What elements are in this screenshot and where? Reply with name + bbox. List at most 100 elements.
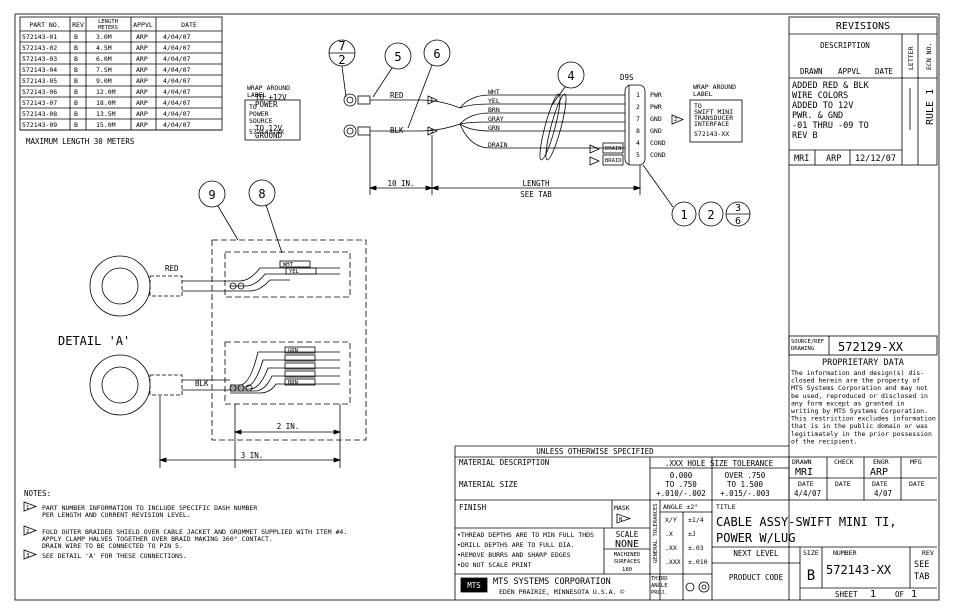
drawn-label: DRAWN	[792, 458, 812, 466]
dash-cell: 4/04/07	[163, 121, 190, 129]
balloon-6: 6	[433, 47, 440, 61]
engr: ARP	[870, 467, 888, 478]
wire-line	[459, 103, 625, 109]
left-label-power: POWER	[249, 110, 269, 118]
pin-number: 8	[636, 127, 640, 135]
proprietary-line: that is in the public domain or was	[791, 422, 928, 430]
pin-number: 2	[636, 103, 640, 111]
dash-cell: 15.0M	[96, 121, 116, 129]
note-flag-2: 2	[674, 117, 677, 123]
source-ref: 572129-XX	[838, 340, 904, 354]
dim-2-in: 2 IN.	[277, 422, 300, 431]
dash-cell: 572143-08	[22, 110, 57, 118]
rev-body-line: REV B	[792, 131, 818, 141]
col-date: DATE	[181, 21, 197, 29]
tol-value: ±1/4	[688, 516, 704, 524]
mts-logo	[460, 577, 488, 593]
dash-cell: B	[74, 99, 78, 107]
dash-cell: 4/04/07	[163, 66, 190, 74]
dash-cell: 4/04/07	[163, 33, 190, 41]
rev-description: DESCRIPTION	[820, 41, 870, 50]
balloon-5: 5	[394, 50, 401, 64]
wire-line	[459, 121, 625, 125]
general-tol: GENERAL TOLERANCES	[653, 503, 659, 563]
dash-cell: ARP	[136, 33, 148, 41]
rev-drawn: DRAWN	[800, 67, 823, 76]
col-part-no: PART NO.	[29, 21, 60, 29]
dash-cell: 18.0M	[96, 99, 116, 107]
dash-cell: 572143-01	[22, 33, 57, 41]
dash-cell: 572143-03	[22, 55, 57, 63]
balloon-9: 9	[208, 188, 215, 202]
balloon-3: 3	[735, 203, 741, 214]
pin-function: PWR	[650, 103, 662, 111]
machined-3: 180	[622, 567, 632, 573]
dash-cell: B	[74, 110, 78, 118]
scale: NONE	[615, 539, 639, 550]
source-ref-label-2: DRAWING	[791, 346, 814, 352]
sheet: 1	[870, 589, 876, 600]
material-desc: MATERIAL DESCRIPTION	[459, 458, 549, 467]
rev-letter: LETTER	[907, 46, 915, 70]
company-city: EDEN PRAIRIE, MINNESOTA U.S.A. ©	[499, 588, 624, 596]
dash-cell: ARP	[136, 110, 148, 118]
dash-cell: 572143-04	[22, 66, 57, 74]
dash-cell: B	[74, 77, 78, 85]
note-line: PER LENGTH AND CURRENT REVISION LEVEL.	[42, 511, 191, 519]
pin-number: 4	[636, 139, 640, 147]
rev-ecn: ECN NO.	[925, 43, 933, 70]
dash-cell: ARP	[136, 121, 148, 129]
tol-value: ±.03	[688, 544, 704, 552]
dash-cell: 12.0M	[96, 88, 116, 96]
date-label-2: DATE	[835, 480, 851, 488]
tol-a-3: +.010/-.002	[656, 489, 706, 498]
rev-see: SEE	[914, 560, 929, 570]
dash-cell: 4/04/07	[163, 44, 190, 52]
right-label-interface: INTERFACE	[694, 120, 729, 128]
drawing-title-1: CABLE ASSY-SWIFT MINI TI,	[716, 515, 897, 529]
right-label-pn: 572143-XX	[694, 130, 729, 138]
right-label-swift: SWIFT MINI	[694, 108, 733, 116]
dim-10-in: 10 IN.	[387, 179, 414, 188]
wire-label: YEL	[488, 97, 500, 105]
right-label-transducer: TRANSDUCER	[694, 114, 733, 122]
sheet-border	[14, 13, 940, 601]
proprietary-title: PROPRIETARY DATA	[822, 358, 904, 368]
left-label-pn: 572143-XX	[249, 128, 284, 136]
machined-2: SURFACES	[614, 559, 641, 565]
material-size: MATERIAL SIZE	[459, 480, 518, 489]
note-line: DRAIN WIRE TO BE CONNECTED TO PIN 5.	[42, 542, 183, 550]
note-line: FOLD OUTER BRAIDED SHIELD OVER CABLE JAC…	[42, 528, 347, 536]
revisions-block: REVISIONS DESCRIPTION DRAWN APPVL DATE L…	[788, 16, 938, 166]
wire-label: WHT	[488, 88, 500, 96]
pin-function: COND	[650, 151, 666, 159]
dash-cell: ARP	[136, 99, 148, 107]
proprietary-line: any form except as granted in	[791, 399, 905, 407]
to-ground-2: GROUND	[255, 131, 283, 140]
pin-number: 7	[636, 115, 640, 123]
proprietary-line: closed herein are the property of	[791, 377, 920, 385]
dim-3-in: 3 IN.	[241, 451, 264, 460]
tol-key: .XXX	[665, 558, 681, 566]
wire-line	[459, 123, 625, 132]
bullet-line: •THREAD DEPTHS ARE TO MIN FULL THDS	[457, 531, 594, 539]
third-angle-3: PROJ.	[651, 590, 668, 596]
rev-body-line: ADDED TO 12V	[792, 101, 853, 111]
col-appvl: APPVL	[133, 21, 153, 29]
detail-wht: WHT	[283, 262, 294, 268]
dash-cell: 572143-07	[22, 99, 57, 107]
mask-flag: N	[619, 517, 622, 523]
wrap-label-right-1: WRAP AROUND	[693, 83, 736, 91]
title-label: TITLE	[716, 503, 736, 511]
dash-cell: B	[74, 121, 78, 129]
unless-specified: UNLESS OTHERWISE SPECIFIED	[536, 447, 654, 456]
note-flag	[23, 525, 38, 536]
note-flag	[23, 501, 38, 512]
dash-cell: 572143-05	[22, 77, 57, 85]
proprietary-line: MTS Systems Corporation and may not	[791, 384, 928, 392]
connector-label: D9S	[620, 73, 634, 82]
check-label: CHECK	[834, 458, 854, 466]
left-label-to: TO	[249, 103, 257, 111]
dash-number-table: PART NO. REV LENGTH METERS APPVL DATE 57…	[19, 16, 223, 131]
